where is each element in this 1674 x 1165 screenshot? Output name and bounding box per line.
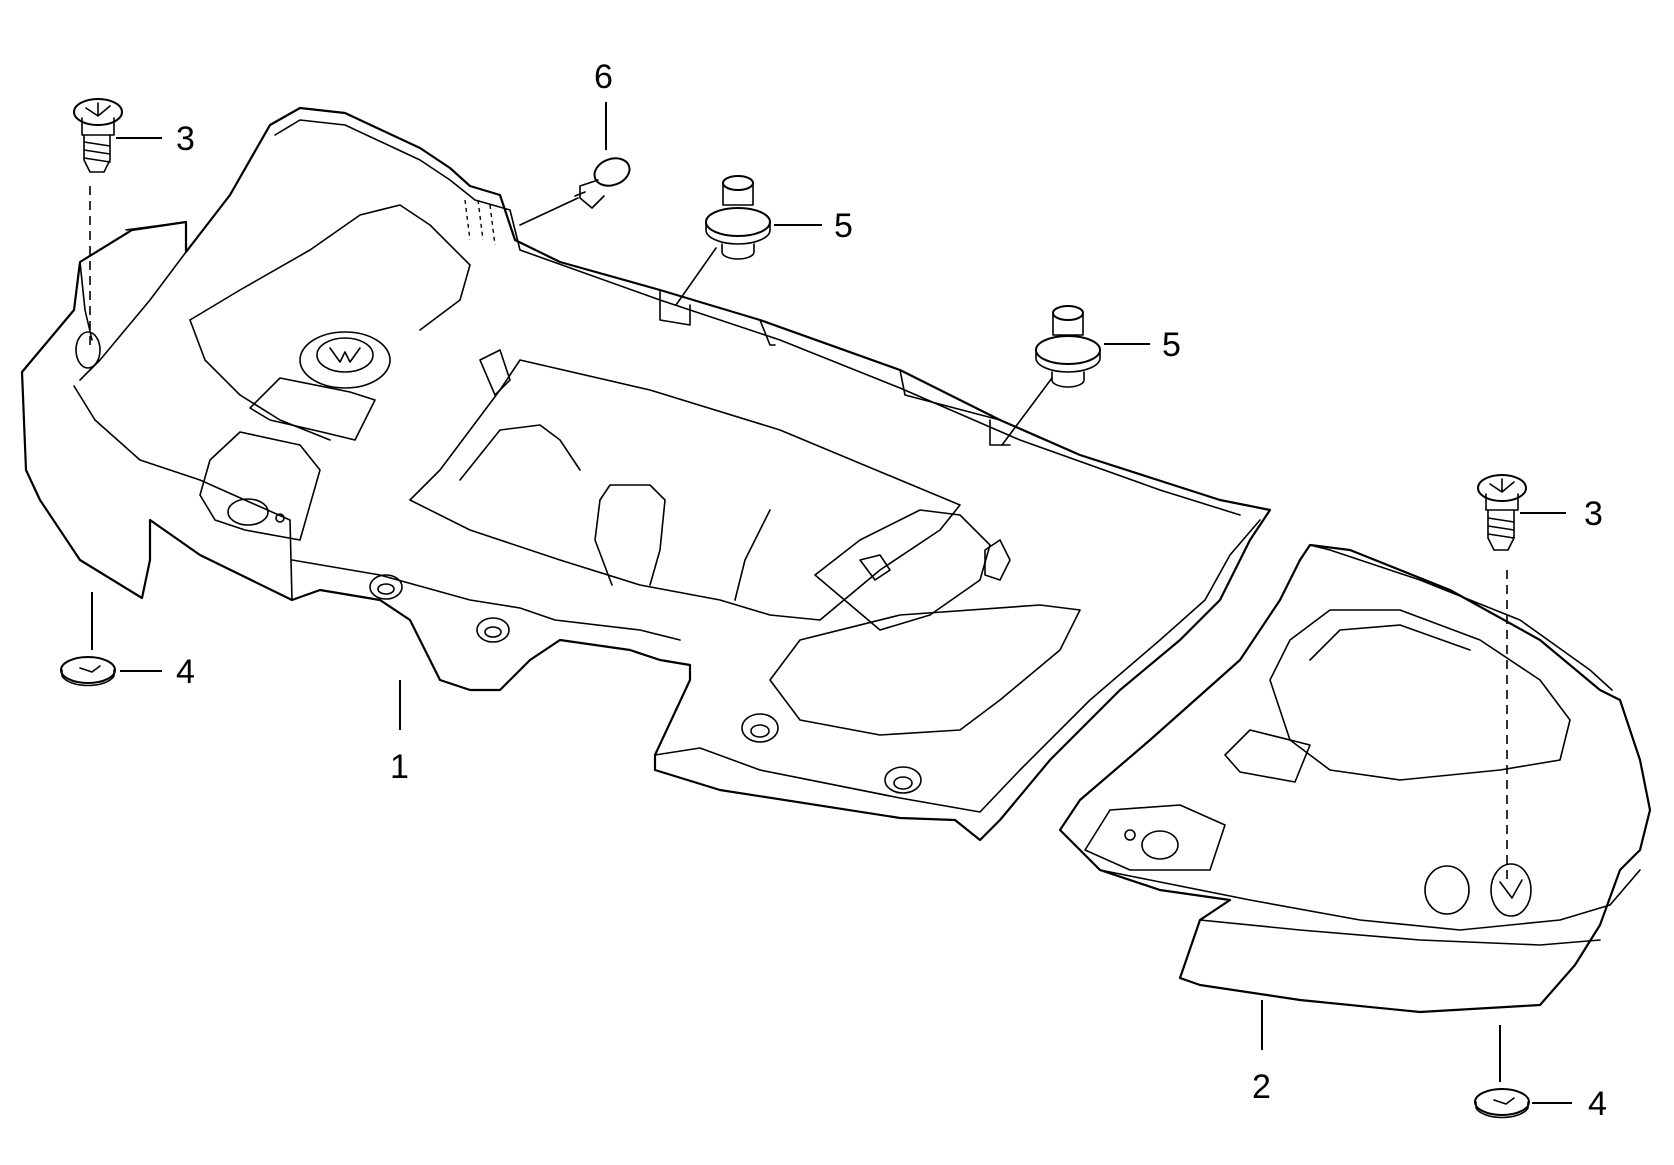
callout-1: 1 [390, 748, 409, 786]
plug-6 [574, 157, 631, 209]
leader-lines [89, 102, 1572, 1104]
callout-4-left: 4 [176, 653, 195, 691]
callout-6: 6 [594, 58, 613, 96]
callout-5-lower: 5 [1162, 326, 1181, 364]
screw-3-right [1477, 474, 1527, 551]
clip-5-upper [705, 175, 771, 260]
washer-4-right [1474, 1088, 1530, 1119]
callout-5-upper: 5 [834, 207, 853, 245]
part-2-underbody-cover [1058, 543, 1652, 1014]
callout-4-right: 4 [1588, 1085, 1607, 1123]
callout-3-left: 3 [176, 120, 195, 158]
part-1-underbody-cover [20, 106, 1272, 842]
callout-2: 2 [1252, 1068, 1271, 1106]
clip-5-lower [1035, 305, 1101, 388]
washer-4-left [60, 656, 116, 687]
callout-3-right: 3 [1584, 495, 1603, 533]
screw-3-left [73, 98, 123, 173]
